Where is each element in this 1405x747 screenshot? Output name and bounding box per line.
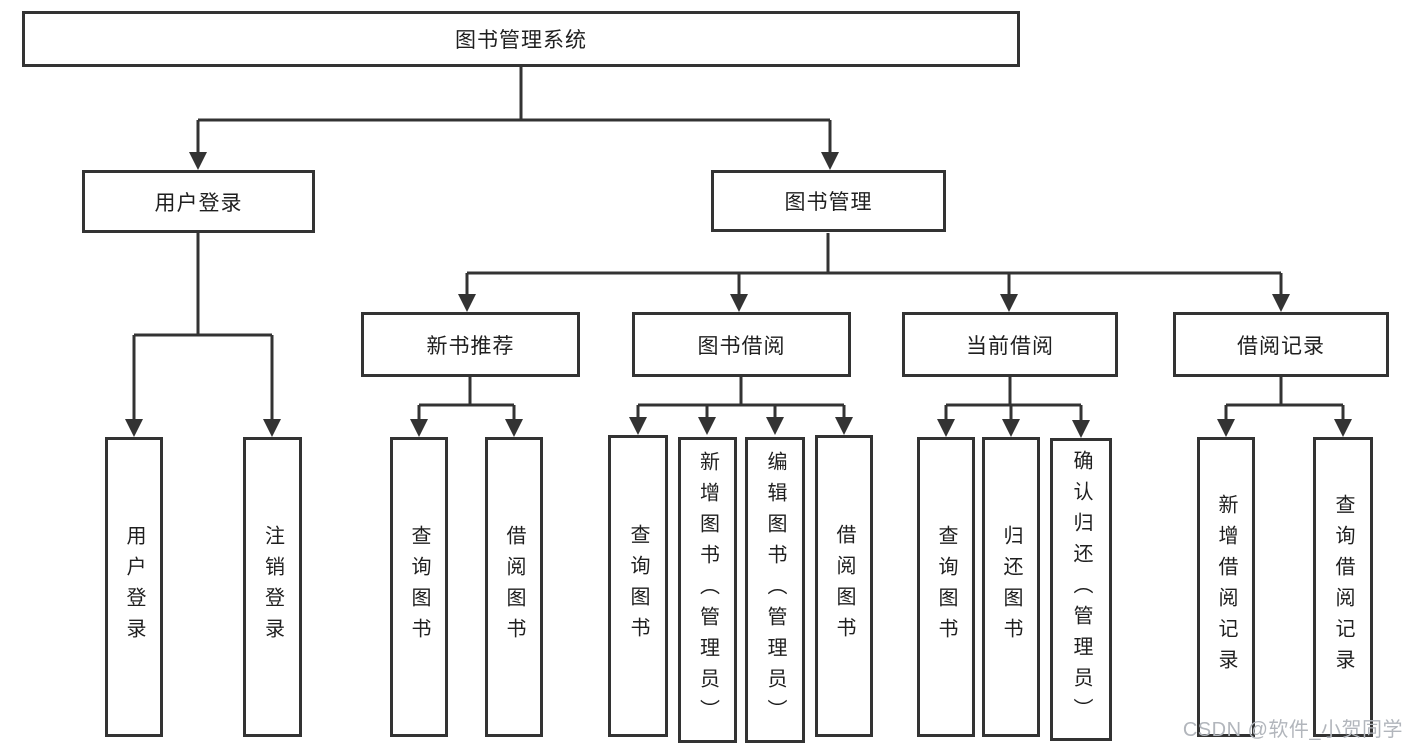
node-query-borrow-record: 查询借阅记录 [1313,437,1373,737]
node-book-borrow: 图书借阅 [632,312,851,377]
node-add-borrow-record: 新增借阅记录 [1197,437,1255,737]
node-label: 新增图书（管理员） [696,450,719,730]
node-current-borrow: 当前借阅 [902,312,1118,377]
node-label: 用户登录 [123,525,145,649]
node-label: 借阅图书 [503,525,525,649]
node-label: 注销登录 [261,525,284,649]
node-label: 借阅图书 [833,524,855,648]
node-edit-book-admin: 编辑图书（管理员） [745,437,805,743]
node-label: 编辑图书（管理员） [764,450,786,730]
node-label: 查询图书 [408,525,430,649]
node-query-books-current: 查询图书 [917,437,975,737]
node-query-books-recommend: 查询图书 [390,437,448,737]
node-confirm-return-admin: 确认归还（管理员） [1050,438,1112,741]
node-borrow-books-leaf: 借阅图书 [815,435,873,737]
node-label: 新增借阅记录 [1215,494,1237,680]
node-label: 确认归还（管理员） [1070,450,1092,729]
node-borrow-records: 借阅记录 [1173,312,1389,377]
node-user-login: 用户登录 [82,170,315,233]
node-label: 查询图书 [935,525,957,649]
node-new-book-recommend: 新书推荐 [361,312,580,377]
node-library-system: 图书管理系统 [22,11,1020,67]
node-logout-leaf: 注销登录 [243,437,302,737]
node-label: 查询图书 [627,524,649,648]
node-book-management: 图书管理 [711,170,946,232]
node-label: 查询借阅记录 [1332,494,1354,680]
node-user-login-leaf: 用户登录 [105,437,163,737]
node-return-books: 归还图书 [982,437,1040,737]
node-label: 归还图书 [1000,525,1022,649]
node-borrow-books-recommend: 借阅图书 [485,437,543,737]
csdn-watermark: CSDN @软件_小贺同学 [1182,719,1403,741]
node-query-books-borrow: 查询图书 [608,435,668,737]
node-add-book-admin: 新增图书（管理员） [678,437,737,743]
